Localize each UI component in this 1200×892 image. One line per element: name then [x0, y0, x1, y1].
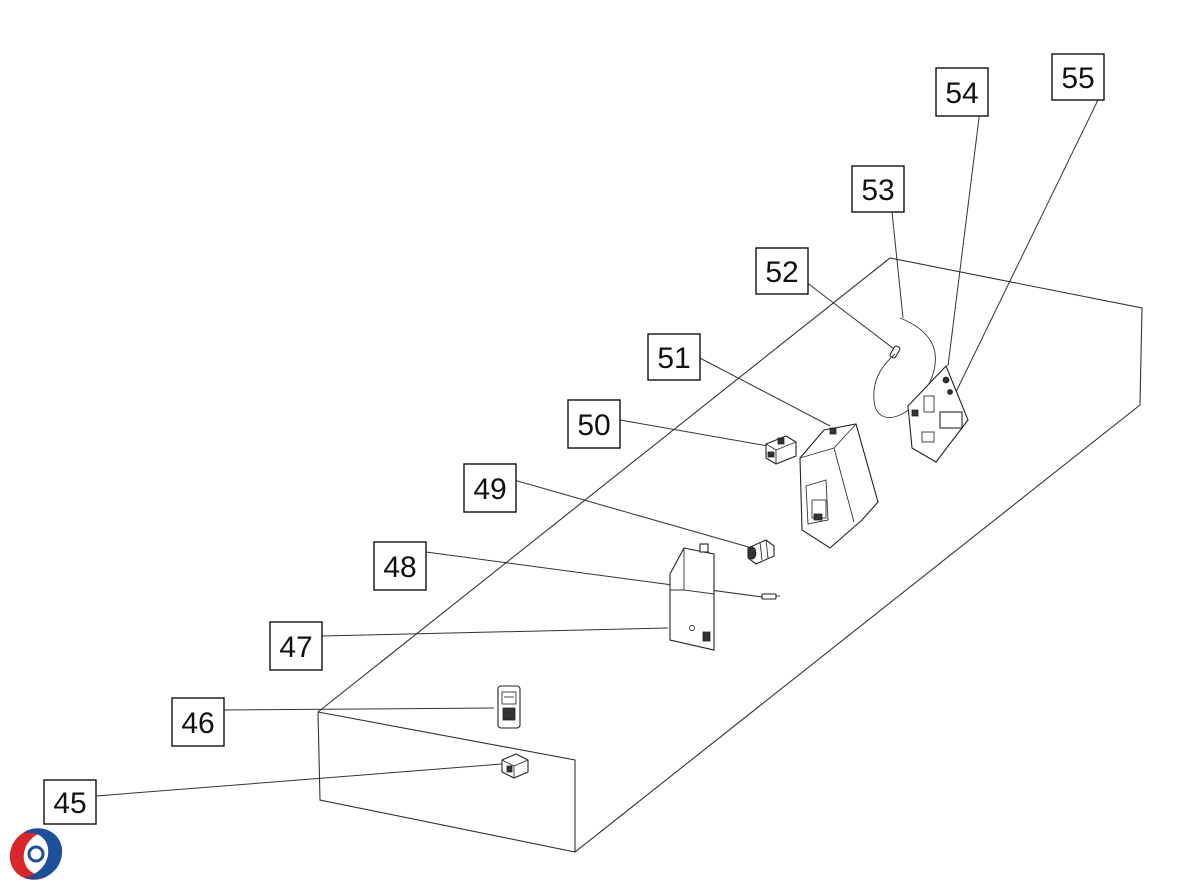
- svg-text:46: 46: [181, 707, 214, 740]
- callout-54: 54: [935, 67, 989, 117]
- svg-text:54: 54: [945, 77, 978, 110]
- part-51-enclosure: [799, 423, 879, 549]
- leader-line-49: [513, 479, 753, 549]
- callout-51: 51: [647, 333, 701, 381]
- housing-outline: [317, 257, 1143, 853]
- part-49-capacitor: [747, 539, 775, 565]
- part-47-bracket-plate: [669, 543, 715, 651]
- leader-line-45: [95, 763, 503, 797]
- svg-text:47: 47: [279, 631, 312, 664]
- svg-text:48: 48: [383, 551, 416, 584]
- part-53-cable-loop: [873, 317, 936, 418]
- callout-48: 48: [373, 541, 427, 591]
- part-54-55-circuit-board: [907, 365, 969, 463]
- svg-text:50: 50: [577, 409, 610, 442]
- callout-50: 50: [567, 399, 621, 449]
- leader-line-46: [223, 707, 495, 711]
- callout-46: 46: [171, 697, 225, 747]
- swirl-logo-icon: [8, 826, 64, 882]
- leader-line-53: [891, 211, 904, 319]
- callout-55: 55: [1051, 53, 1105, 101]
- leader-line-54: [947, 109, 981, 367]
- leader-line-52: [805, 281, 899, 353]
- svg-text:53: 53: [861, 174, 894, 207]
- callout-47: 47: [269, 621, 323, 671]
- part-48-pin: [761, 593, 780, 600]
- svg-text:49: 49: [473, 473, 506, 506]
- svg-text:51: 51: [657, 342, 690, 375]
- leader-lines: [95, 99, 1099, 797]
- leader-line-48: [425, 551, 771, 599]
- svg-text:55: 55: [1061, 62, 1094, 95]
- leader-line-50: [619, 419, 769, 447]
- leader-line-47: [321, 627, 669, 637]
- part-46-control-panel: [497, 685, 521, 729]
- callout-52: 52: [755, 247, 809, 295]
- callout-49: 49: [463, 463, 517, 513]
- callout-53: 53: [851, 165, 905, 213]
- leader-line-51: [695, 355, 831, 427]
- svg-text:52: 52: [765, 256, 798, 289]
- part-50-connector: [765, 435, 797, 465]
- part-45-knob: [501, 753, 529, 779]
- leader-line-55: [955, 99, 1099, 393]
- svg-text:45: 45: [53, 787, 86, 820]
- callout-45: 45: [43, 779, 97, 825]
